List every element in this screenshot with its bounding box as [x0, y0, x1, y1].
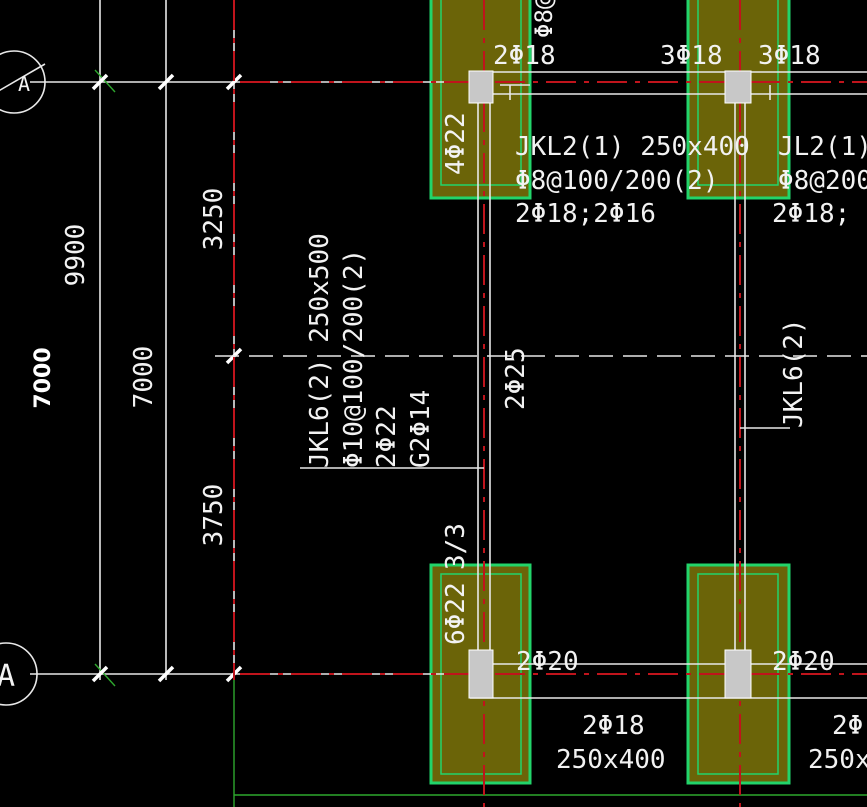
- column-core-bottom-left: [468, 649, 494, 699]
- dim-3750: 3750: [199, 484, 229, 547]
- beam-jl2-bars: 2Φ18;: [772, 199, 850, 229]
- dim-3250: 3250: [199, 188, 229, 251]
- rebar-top-mid-a: 3Φ18: [660, 41, 723, 71]
- leader-lines: [300, 427, 790, 469]
- rebar-top-left: 2Φ18: [493, 41, 556, 71]
- axis-bubble-bottom: A: [0, 642, 38, 706]
- column-core-top-right: [724, 70, 752, 104]
- axis-label-bottom: A: [0, 659, 15, 694]
- beam-jl2-name: JL2(1): [778, 132, 867, 162]
- beam-jkl6-line3: 2Φ22: [372, 405, 402, 468]
- green-ext-diag-top: [94, 69, 116, 93]
- rebar-bottom-2d20-a: 2Φ20: [516, 647, 579, 677]
- rebar-bottom-col: 6Φ22: [441, 582, 471, 645]
- beam-jkl6-short: JKL6(2): [779, 318, 809, 428]
- axis-label-top: A: [18, 72, 30, 96]
- rebar-ratio: 3/3: [441, 523, 471, 570]
- beam-jkl6-line4: G2Φ14: [406, 390, 436, 468]
- rebar-bottom-2d18: 2Φ18: [582, 711, 645, 741]
- beam-jkl2-name: JKL2(1) 250x400: [515, 132, 750, 162]
- beam-jkl6-line2: Φ10@100/200(2): [339, 249, 369, 468]
- rebar-bottom-right-size: 250x: [808, 745, 867, 775]
- dim-9900: 9900: [61, 224, 91, 287]
- rebar-bottom-2d20-b: 2Φ20: [772, 647, 835, 677]
- dim-7000-inner: 7000: [129, 346, 159, 409]
- column-core-bottom-right: [724, 649, 752, 699]
- rebar-bottom-right: 2Φ: [832, 711, 863, 741]
- column-cores: [468, 70, 752, 699]
- axis-bubble-top: A: [0, 50, 46, 114]
- rebar-middle-2d25: 2Φ25: [501, 347, 531, 410]
- beam-jkl2-bars: 2Φ18;2Φ16: [515, 199, 656, 229]
- beam-jkl6-line1: JKL6(2) 250x500: [305, 233, 335, 468]
- rebar-top-mid-b: 3Φ18: [758, 41, 821, 71]
- rebar-top-cut: Φ8@: [530, 0, 558, 38]
- green-ext-diag-bot: [94, 663, 116, 687]
- beam-outlines: [470, 71, 867, 699]
- beam-jkl2-stirrup: Φ8@100/200(2): [515, 166, 719, 196]
- footing-inner-top-right: [697, 0, 779, 186]
- rebar-bottom-size: 250x400: [556, 745, 666, 775]
- column-core-top-left: [468, 70, 494, 104]
- beam-jl2-stirrup: Φ8@200: [778, 166, 867, 196]
- footing-inner-top-left: [440, 0, 522, 186]
- dim-7000-outer: 7000: [31, 347, 56, 408]
- rebar-left-col: 4Φ22: [441, 112, 471, 175]
